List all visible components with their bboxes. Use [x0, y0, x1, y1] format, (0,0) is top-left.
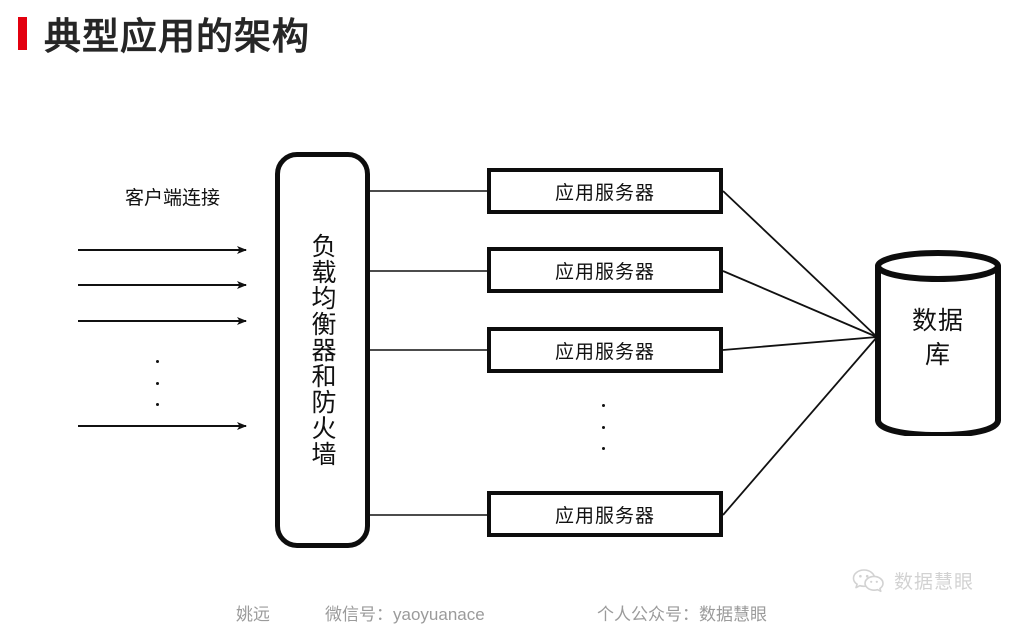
load-balancer-label: 负载均衡器和防火墙 [308, 233, 337, 467]
page-title: 典型应用的架构 [44, 15, 310, 58]
app-server-label-2: 应用服务器 [554, 260, 655, 283]
footer-wechat-id: 微信号：yaoyuanace [325, 605, 485, 624]
title-accent-bar [18, 17, 27, 50]
database-cylinder-icon [875, 250, 1001, 439]
client-connection-label: 客户端连接 [125, 187, 221, 209]
app-server-label-4: 应用服务器 [554, 504, 655, 527]
lb-to-server-links [370, 190, 488, 516]
wechat-badge-text: 数据慧眼 [894, 571, 975, 593]
app-servers-ellipsis [596, 404, 610, 450]
load-balancer-node[interactable]: 负载均衡器和防火墙 [275, 152, 370, 548]
app-server-label-3: 应用服务器 [554, 340, 655, 363]
server-to-db-links [722, 190, 878, 516]
footer: 姚远 微信号：yaoyuanace 个人公众号：数据慧眼 [0, 600, 1020, 635]
database-label: 数据 库 [875, 304, 1001, 372]
client-arrows-ellipsis [150, 360, 164, 406]
app-server-node-3[interactable]: 应用服务器 [487, 327, 723, 373]
wechat-icon [852, 568, 884, 592]
wechat-badge: 数据慧眼 [852, 567, 974, 594]
app-server-node-1[interactable]: 应用服务器 [487, 168, 723, 214]
app-server-label-1: 应用服务器 [554, 181, 655, 204]
database-label-line1: 数据 [911, 306, 964, 335]
app-server-node-2[interactable]: 应用服务器 [487, 247, 723, 293]
database-label-line2: 库 [924, 339, 951, 369]
footer-author: 姚远 [236, 605, 270, 624]
database-node[interactable]: 数据 库 [875, 250, 1001, 439]
title-bar: 典型应用的架构 [0, 0, 1020, 70]
app-server-node-4[interactable]: 应用服务器 [487, 491, 723, 537]
footer-public-account: 个人公众号：数据慧眼 [597, 605, 767, 624]
